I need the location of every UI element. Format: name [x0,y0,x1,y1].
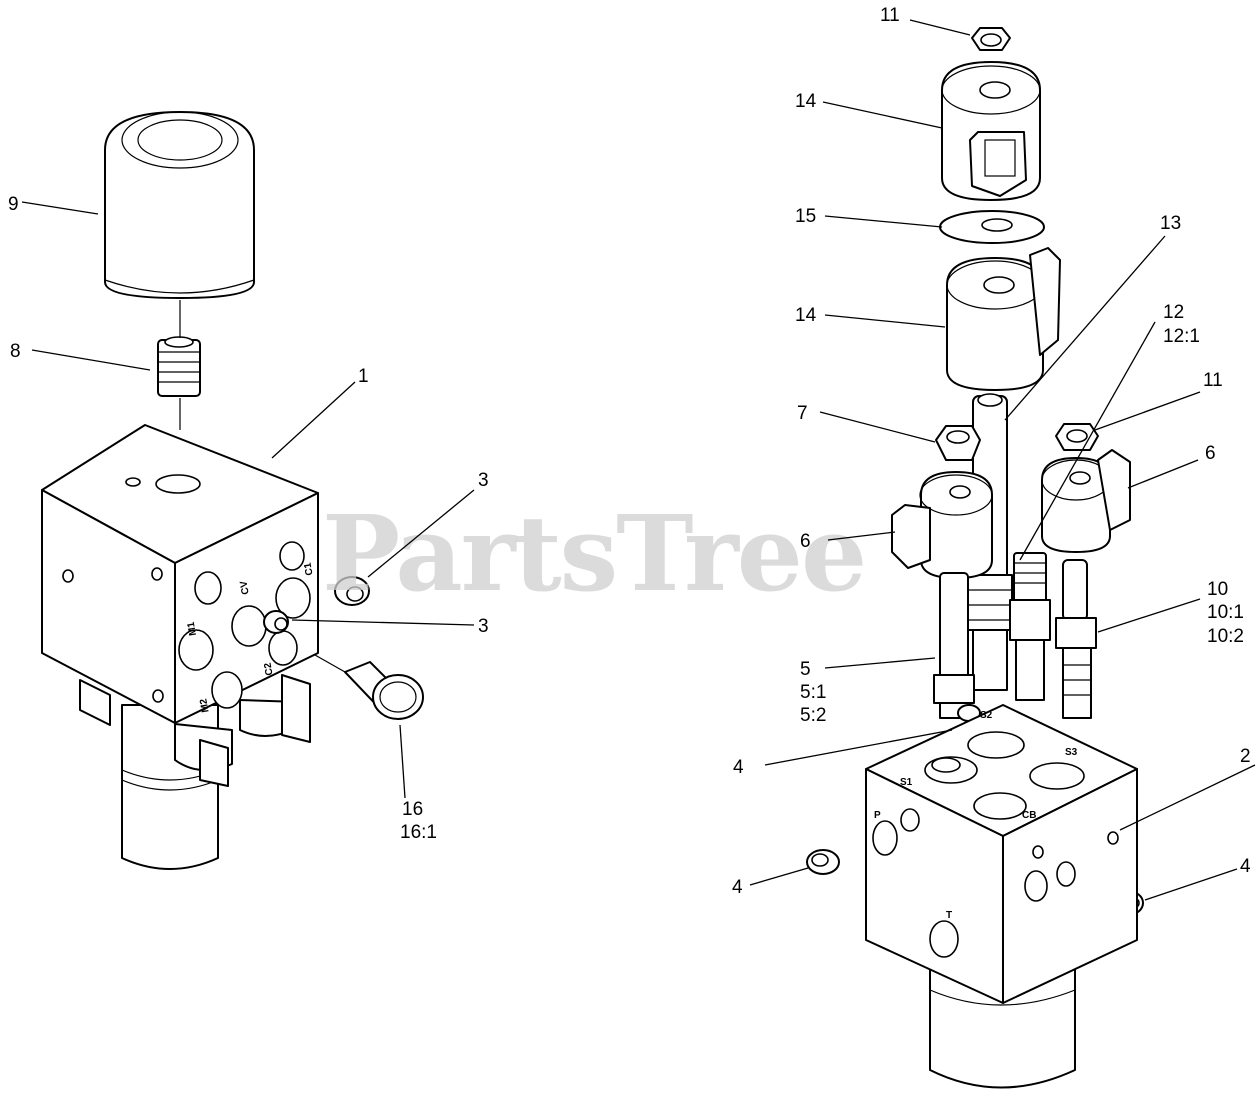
callout-10: 10 [1207,579,1228,600]
callout-14-upper: 14 [795,91,817,112]
callout-5-1: 5:1 [800,682,826,703]
callout-11-second: 11 [1203,370,1223,391]
part-2-manifold-block[interactable]: S1 S3 CB S2 P T [865,704,1138,1004]
callout-6-left: 6 [800,531,811,552]
port-label-p: P [874,810,881,821]
port-label-s3: S3 [1065,747,1078,758]
callout-16: 16 [402,799,423,820]
part-1-manifold-block[interactable]: M1 CV C1 C2 M2 [41,424,319,724]
callout-10-1: 10:1 [1207,602,1244,623]
callout-3-upper: 3 [478,470,489,491]
part-8-fitting[interactable] [157,336,201,397]
part-14-coil-lower[interactable] [946,247,1061,391]
callout-5: 5 [800,659,811,680]
part-15-washer[interactable] [939,210,1045,244]
callout-12-1: 12:1 [1163,326,1200,347]
port-label-c1: C1 [302,561,315,576]
part-6-coil-left[interactable] [891,471,993,579]
callout-4-left: 4 [732,877,743,898]
callout-4-top: 4 [733,757,744,778]
part-11-nut-top[interactable] [971,27,1011,51]
port-label-t: T [946,910,952,921]
callout-8: 8 [10,341,21,362]
callout-6-right: 6 [1205,443,1216,464]
callout-2: 2 [1240,746,1251,767]
port-label-s1: S1 [900,777,913,788]
part-12-cartridge[interactable] [1009,552,1051,701]
port-label-s2: S2 [980,710,993,721]
right-motor [929,964,1076,1089]
part-5-cartridge[interactable] [933,572,975,719]
callout-10-2: 10:2 [1207,626,1244,647]
part-3-plug-lower[interactable] [263,610,289,634]
callout-1: 1 [358,366,369,387]
watermark: PartsTree [322,492,865,615]
left-coil-connectors [79,674,311,787]
port-label-cv: CV [238,580,251,596]
part-16-relief-valve[interactable] [314,654,424,720]
port-label-m1: M1 [186,621,199,637]
part-6-coil-right[interactable] [1041,449,1131,553]
left-valve-assembly: M1 CV C1 C2 M2 [41,111,424,870]
part-3-plug-upper[interactable] [334,576,370,606]
part-4-plug-left[interactable] [806,849,840,875]
port-label-cb: CB [1022,810,1036,821]
part-11-nut-second[interactable] [1055,423,1099,451]
callout-13: 13 [1160,213,1181,234]
callout-12: 12 [1163,302,1184,323]
part-10-cartridge[interactable] [1055,559,1097,719]
callout-4-right: 4 [1240,856,1251,877]
callouts: 9 8 1 3 3 16 16:1 11 14 15 13 14 12 12:1… [8,5,1251,898]
part-9-filter[interactable] [104,111,255,299]
callout-9: 9 [8,194,19,215]
callout-15: 15 [795,206,816,227]
port-label-c2: C2 [262,661,275,676]
callout-14-lower: 14 [795,305,817,326]
callout-3-lower: 3 [478,616,489,637]
port-label-m2: M2 [198,697,211,713]
part-14-coil-upper[interactable] [941,61,1041,201]
callout-7: 7 [797,403,808,424]
callout-11-top: 11 [880,5,900,26]
part-7-nut[interactable] [935,425,981,461]
leader-lines [21,19,1256,901]
callout-16-1: 16:1 [400,822,437,843]
right-valve-assembly: S1 S3 CB S2 P T [806,27,1144,1089]
callout-5-2: 5:2 [800,705,826,726]
